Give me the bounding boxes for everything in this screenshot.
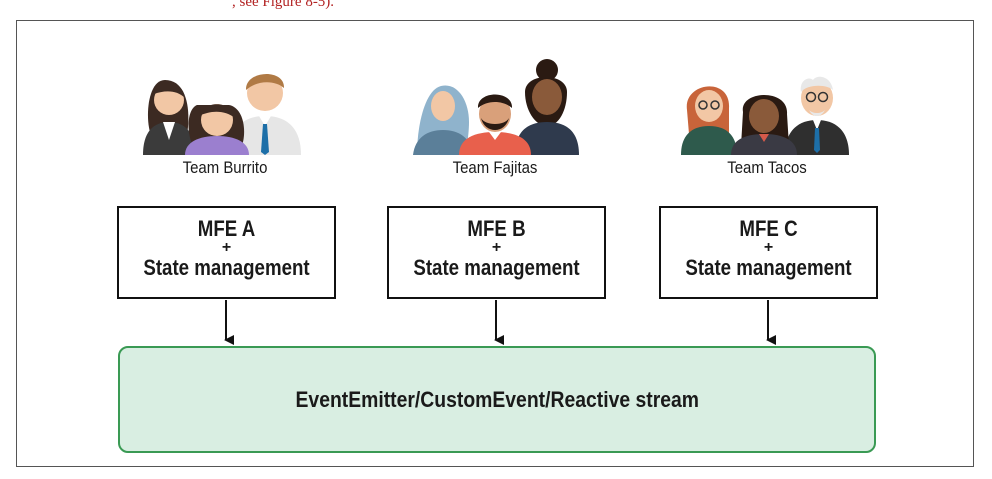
person-man-icon (229, 73, 301, 155)
person-woman-glasses-icon (681, 86, 737, 155)
team-fajitas-people-icon (413, 59, 579, 155)
team-tacos-group: Team Tacos (667, 30, 867, 180)
event-bus-box: EventEmitter/CustomEvent/Reactive stream (118, 346, 876, 453)
team-burrito-group: Team Burrito (125, 30, 325, 180)
team-tacos-label: Team Tacos (727, 158, 807, 177)
mfe-a-plus: + (221, 239, 232, 256)
mfe-c-subtitle: State management (685, 255, 852, 280)
mfe-a-subtitle: State management (143, 255, 310, 280)
mfe-c-box: MFE C + State management (659, 206, 878, 299)
team-burrito-people-icon (143, 73, 301, 155)
mfe-a-title: MFE A (197, 216, 256, 241)
event-bus-label: EventEmitter/CustomEvent/Reactive stream (295, 386, 699, 412)
person-woman-curly-icon (515, 59, 579, 155)
mfe-b-box: MFE B + State management (387, 206, 606, 299)
person-old-man-icon (785, 76, 849, 155)
mfe-c-title: MFE C (739, 216, 798, 241)
person-hijab-woman-icon (413, 85, 473, 155)
person-woman-icon (143, 80, 195, 155)
team-fajitas-label: Team Fajitas (452, 158, 538, 177)
mfe-a-box: MFE A + State management (117, 206, 336, 299)
mfe-b-subtitle: State management (413, 255, 580, 280)
team-fajitas-group: Team Fajitas (395, 30, 595, 180)
mfe-b-plus: + (491, 239, 502, 256)
mfe-b-title: MFE B (467, 216, 526, 241)
mfe-c-plus: + (763, 239, 774, 256)
person-woman-dark-hair-icon (731, 95, 797, 155)
team-tacos-people-icon (681, 76, 849, 155)
top-caption-fragment: , see Figure 8-5). (232, 0, 335, 10)
person-bearded-man-icon (459, 94, 531, 155)
team-burrito-label: Team Burrito (182, 158, 268, 177)
person-woman-front-icon (185, 104, 249, 155)
